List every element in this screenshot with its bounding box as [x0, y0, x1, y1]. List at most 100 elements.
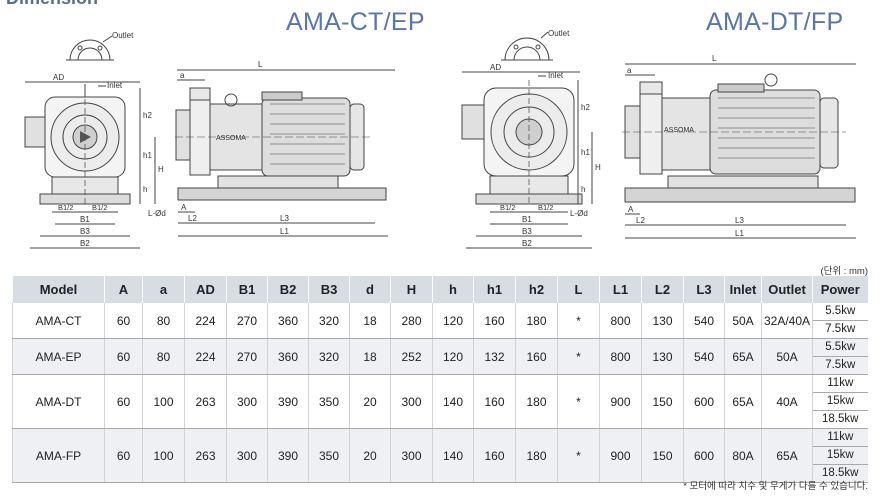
- dim-h2-right: h2: [581, 103, 590, 112]
- dim-h-right: h: [581, 185, 585, 194]
- table-cell: 160: [473, 303, 516, 339]
- model-cell: AMA-CT: [12, 303, 105, 339]
- table-cell: 80: [142, 338, 185, 375]
- column-header: h: [432, 276, 474, 303]
- column-header: Power: [812, 276, 868, 303]
- outlet-flange-right: Outlet: [501, 29, 570, 61]
- dim-A-left: A: [181, 203, 187, 212]
- table-cell: 900: [599, 374, 642, 429]
- column-header: B3: [308, 276, 350, 303]
- dim-a-left: a: [180, 71, 185, 80]
- table-cell: 100: [142, 428, 185, 483]
- side-view-left: L a ASSOMA A: [175, 60, 395, 237]
- column-header: L2: [641, 276, 684, 303]
- dim-AD-right: AD: [490, 63, 501, 72]
- dim-H-right: H: [595, 163, 601, 172]
- model-cell: AMA-FP: [12, 428, 105, 483]
- table-cell: 130: [641, 338, 684, 375]
- table-cell: 600: [683, 428, 725, 483]
- dim-B1-right: B1: [522, 215, 532, 224]
- table-cell: 140: [432, 428, 474, 483]
- table-cell: *: [557, 428, 600, 483]
- table-cell: 32A/40A: [761, 303, 813, 339]
- dim-h2-left: h2: [143, 111, 152, 120]
- table-cell: 540: [683, 338, 725, 375]
- table-cell: 18: [349, 338, 391, 375]
- dim-a-right: a: [627, 66, 632, 75]
- dim-B1-left: B1: [80, 215, 90, 224]
- table-cell: 20: [349, 374, 391, 429]
- dim-H-left: H: [158, 165, 164, 174]
- dim-L-left: L: [258, 60, 263, 69]
- front-view-left: AD Inlet h2 h1 H h B1/2 B1/2: [24, 73, 166, 249]
- table-cell: 180: [515, 428, 558, 483]
- model-cell: AMA-EP: [12, 338, 105, 375]
- table-cell: 180: [515, 303, 558, 339]
- power-cell: 5.5kw 7.5kw: [812, 338, 868, 375]
- table-cell: 120: [432, 338, 474, 375]
- dim-L3-right: L3: [735, 216, 744, 225]
- dim-A-right: A: [628, 205, 634, 214]
- inlet-label-right: Inlet: [548, 71, 564, 80]
- right-drawing: Outlet AD Inlet h2 h1 H h B1/2 B1/2: [461, 29, 856, 249]
- table-cell: 252: [390, 338, 433, 375]
- dim-AD-left: AD: [53, 73, 64, 82]
- dim-b1half-b-right: B1/2: [538, 203, 553, 212]
- table-cell: 60: [104, 374, 143, 429]
- table-cell: 80: [142, 303, 185, 339]
- table-cell: 120: [432, 303, 474, 339]
- table-cell: 60: [104, 428, 143, 483]
- column-header: B2: [267, 276, 309, 303]
- table-cell: 360: [267, 338, 309, 375]
- footnote: * 모터에 따라 치수 및 무게가 다를 수 있습니다.: [683, 481, 868, 492]
- table-cell: 50A: [761, 338, 813, 375]
- table-cell: *: [557, 338, 600, 375]
- power-value: 11kw: [813, 429, 868, 447]
- table-cell: 20: [349, 428, 391, 483]
- table-cell: 65A: [724, 338, 762, 375]
- dim-B3-left: B3: [80, 227, 90, 236]
- power-value: 5.5kw: [813, 303, 868, 321]
- inlet-label-left: Inlet: [107, 81, 123, 90]
- outlet-label-right: Outlet: [548, 29, 570, 38]
- outlet-label-left: Outlet: [112, 31, 134, 40]
- table-cell: 390: [267, 374, 309, 429]
- table-cell: 300: [390, 374, 433, 429]
- table-cell: 360: [267, 303, 309, 339]
- dim-L1-left: L1: [280, 227, 289, 236]
- dim-L2-right: L2: [636, 216, 645, 225]
- table-cell: 18: [349, 303, 391, 339]
- dimension-drawings: Outlet AD Inlet h2 h1 H h: [24, 29, 856, 249]
- table-cell: 65A: [761, 428, 813, 483]
- column-header: h2: [515, 276, 558, 303]
- dim-L3-left: L3: [280, 214, 289, 223]
- table-cell: 180: [515, 374, 558, 429]
- dim-h1-right: h1: [581, 148, 590, 157]
- dim-B2-right: B2: [522, 239, 532, 248]
- table-cell: 800: [599, 303, 642, 339]
- column-header: a: [142, 276, 185, 303]
- column-header: AD: [184, 276, 227, 303]
- table-cell: 270: [226, 338, 268, 375]
- power-value: 5.5kw: [813, 339, 868, 357]
- dim-b1half-a-right: B1/2: [500, 203, 515, 212]
- power-value: 7.5kw: [825, 323, 856, 335]
- outlet-flange-left: Outlet: [66, 31, 134, 61]
- side-view-right: L a ASSOMA A L2: [622, 54, 856, 239]
- power-value: 7.5kw: [825, 359, 856, 371]
- table-cell: 160: [473, 428, 516, 483]
- dim-L2-left: L2: [188, 214, 197, 223]
- table-cell: 150: [641, 428, 684, 483]
- dim-Ld-right: L-Ød: [570, 209, 588, 218]
- column-header: Inlet: [724, 276, 762, 303]
- table-cell: 160: [473, 374, 516, 429]
- table-cell: 390: [267, 428, 309, 483]
- title-dt-fp: AMA-DT/FP: [706, 8, 844, 36]
- section-heading: Dimension: [6, 0, 98, 9]
- column-header: L: [557, 276, 600, 303]
